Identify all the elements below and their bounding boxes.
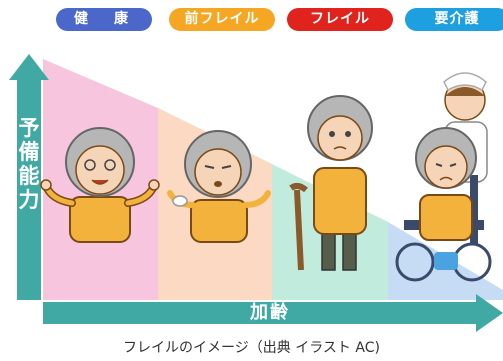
vertical-axis-arrow [9, 54, 49, 300]
elder-prefrail-figure [167, 130, 271, 243]
figure-caption: フレイルのイメージ（出典 イラスト AC) [123, 340, 380, 356]
stage-pill-frail: フレイル [287, 8, 393, 31]
horizontal-axis-label: 加齢 [250, 302, 290, 323]
horizontal-axis-arrow [43, 294, 503, 332]
elder-care-figure [395, 72, 492, 282]
vertical-axis-label: 予 備 能 力 [18, 116, 40, 212]
stage-pill-prefrail: 前フレイル [169, 8, 275, 31]
elder-healthy-figure [40, 127, 160, 243]
stage-pill-healthy: 健 康 [56, 8, 152, 31]
elder-frail-figure [289, 95, 373, 271]
stage-pill-care: 要介護 [405, 8, 503, 31]
frailty-diagram [9, 54, 503, 332]
